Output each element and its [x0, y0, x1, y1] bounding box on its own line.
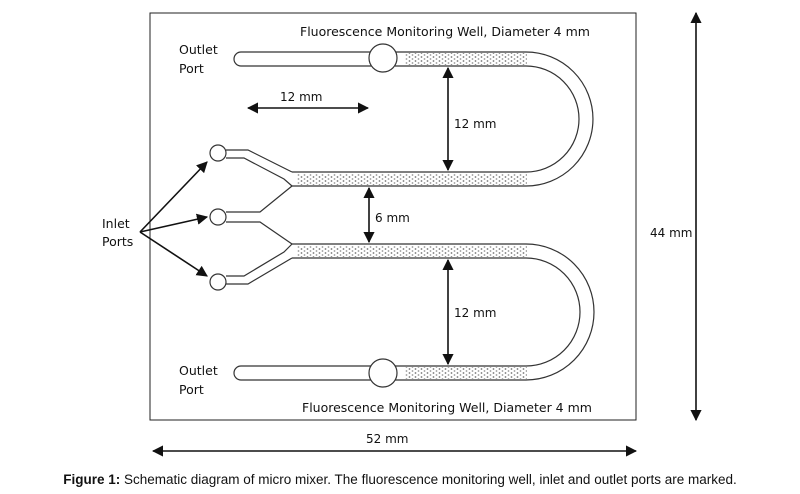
bottom-outlet-port-icon: [233, 365, 242, 381]
dimension-arrows: [151, 11, 702, 457]
top-channel: [241, 51, 594, 187]
dim-label-height: 44 mm: [650, 226, 692, 240]
dim-label-upper-gap: 12 mm: [454, 117, 496, 131]
inlet-arrows: [139, 161, 209, 277]
dim-label-lower-gap: 12 mm: [454, 306, 496, 320]
top-mixing-dots: [297, 53, 527, 185]
top-outlet-port-icon: [233, 51, 242, 67]
outlet-bottom-label-line1: Outlet: [179, 363, 218, 378]
caption-text: Schematic diagram of micro mixer. The fl…: [120, 472, 737, 487]
chip-outline: [149, 12, 637, 421]
inlet-port-middle-icon: [209, 208, 227, 226]
inlet-port-bottom-icon: [209, 273, 227, 291]
inlet-label-line2: Ports: [102, 234, 133, 249]
dim-label-top-length: 12 mm: [280, 90, 322, 104]
outlet-top-label-line1: Outlet: [179, 42, 218, 57]
bottom-monitoring-well: [368, 358, 398, 388]
caption-prefix: Figure 1:: [63, 472, 121, 487]
outlet-bottom-label-line2: Port: [179, 382, 204, 397]
bottom-channel: [241, 243, 595, 381]
inlet-port-top-icon: [209, 144, 227, 162]
figure-caption: Figure 1: Schematic diagram of micro mix…: [0, 472, 800, 487]
well-bottom-label: Fluorescence Monitoring Well, Diameter 4…: [302, 400, 592, 415]
inlet-branches: [226, 149, 293, 285]
top-monitoring-well: [368, 43, 398, 73]
well-top-label: Fluorescence Monitoring Well, Diameter 4…: [300, 24, 590, 39]
micro-mixer-diagram: Fluorescence Monitoring Well, Diameter 4…: [102, 11, 702, 457]
dim-label-width: 52 mm: [366, 432, 408, 446]
dim-label-middle-gap: 6 mm: [375, 211, 410, 225]
outlet-top-label-line2: Port: [179, 61, 204, 76]
inlet-label-line1: Inlet: [102, 216, 130, 231]
bottom-mixing-dots: [297, 246, 527, 379]
